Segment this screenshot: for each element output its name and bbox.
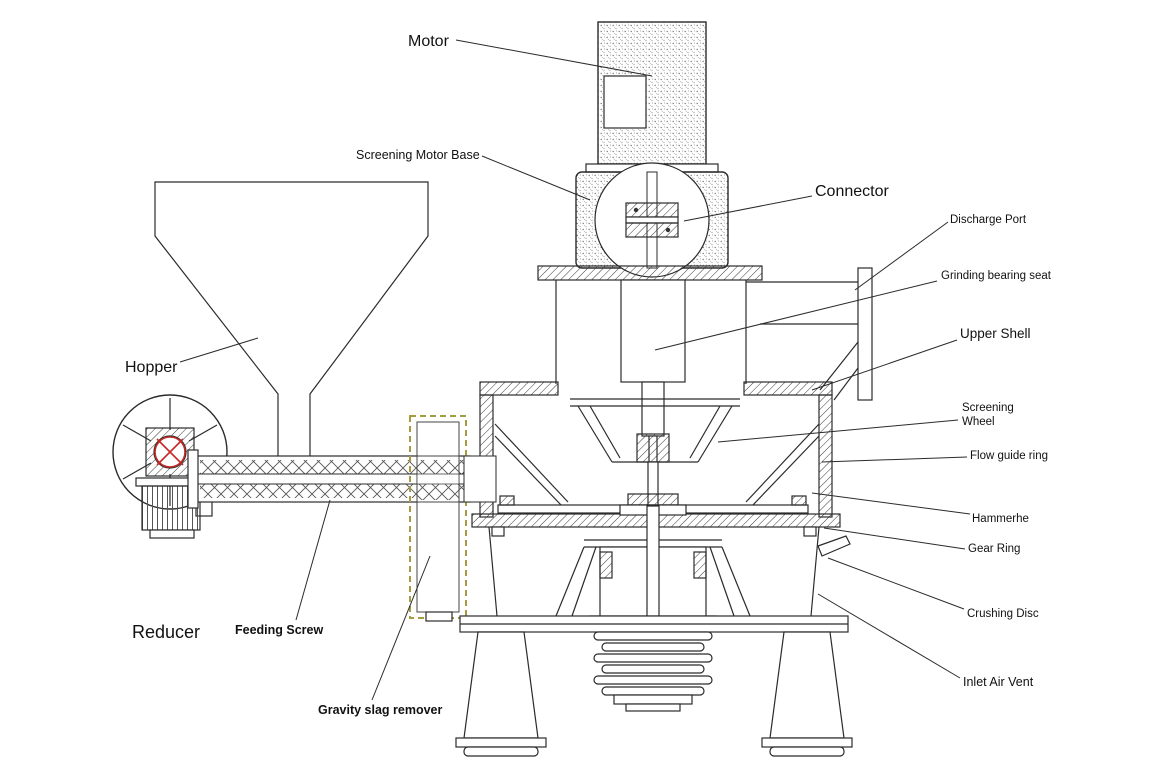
- leader-gravity-slag-remover: [371, 555, 431, 701]
- label-connector: Connector: [815, 183, 889, 200]
- leader-screening-motor-base: [481, 155, 591, 201]
- label-screening-wheel-line2: Wheel: [962, 416, 995, 428]
- label-hammerhead: Hammerhe: [972, 513, 1029, 525]
- hammerhead-right: [791, 495, 807, 506]
- leader-screening-wheel: [717, 419, 959, 443]
- right-leg: [769, 631, 845, 739]
- label-upper-shell: Upper Shell: [960, 326, 1031, 341]
- label-inlet-air-vent: Inlet Air Vent: [963, 675, 1034, 689]
- label-discharge-port: Discharge Port: [950, 214, 1027, 226]
- machine-drawing: [112, 21, 873, 757]
- leader-lines: [179, 39, 971, 701]
- screw-entry: [463, 455, 497, 503]
- label-screening-motor-base: Screening Motor Base: [356, 148, 480, 162]
- label-reducer: Reducer: [132, 622, 200, 642]
- label-motor: Motor: [408, 33, 450, 50]
- leader-inlet-air-vent: [817, 593, 961, 679]
- leader-motor: [455, 39, 653, 77]
- hammerhead-left: [499, 495, 515, 506]
- leader-flow-guide-ring: [821, 456, 968, 463]
- label-gear-ring: Gear Ring: [968, 543, 1020, 555]
- leader-crushing-disc: [827, 557, 965, 610]
- bellows-shape: [593, 631, 713, 712]
- leader-hopper: [179, 337, 259, 363]
- screening-wheel-shape: [570, 398, 740, 507]
- label-hopper: Hopper: [125, 359, 178, 376]
- discharge-port-shape: [746, 267, 873, 401]
- motor-shape: [585, 21, 719, 173]
- label-crushing-disc: Crushing Disc: [967, 608, 1039, 620]
- leader-discharge-port: [854, 221, 949, 291]
- gravity-slag-remover-shape: [409, 415, 467, 622]
- leader-upper-shell: [811, 339, 958, 391]
- leader-gear-ring: [823, 527, 966, 550]
- top-plate: [537, 265, 763, 281]
- reducer-crosshair: [154, 436, 186, 468]
- base-frame-shape: [455, 615, 853, 757]
- label-gravity-slag-remover: Gravity slag remover: [318, 703, 443, 717]
- grinding-bearing-seat-shape: [555, 279, 747, 467]
- connector-shape: [625, 202, 679, 238]
- leader-connector: [683, 195, 813, 222]
- leader-grinding-bearing-seat: [654, 280, 938, 351]
- flow-guide-ring-shape: [494, 423, 820, 507]
- left-leg: [463, 631, 539, 739]
- inlet-air-vent-shape: [817, 535, 851, 557]
- labels: Motor Screening Motor Base Connector Dis…: [125, 33, 1052, 717]
- label-screening-wheel-line1: Screening: [962, 402, 1014, 414]
- label-grinding-bearing-seat: Grinding bearing seat: [941, 270, 1052, 282]
- leader-hammerhead: [811, 492, 971, 515]
- label-feeding-screw: Feeding Screw: [235, 623, 323, 637]
- leader-feeding-screw: [295, 499, 331, 621]
- label-flow-guide-ring: Flow guide ring: [970, 450, 1048, 462]
